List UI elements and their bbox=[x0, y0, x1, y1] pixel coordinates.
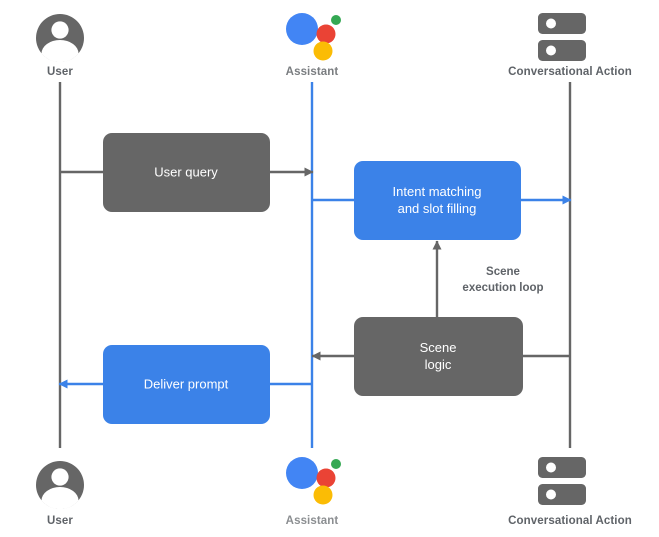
google-assistant-red-dot-icon bbox=[316, 24, 336, 44]
actor-icon-user-bottom bbox=[36, 461, 84, 510]
actor-icon-user-top bbox=[36, 14, 84, 63]
server-icon-top-led bbox=[546, 18, 556, 29]
actor-label-conversational-action-top: Conversational Action bbox=[508, 66, 632, 78]
actor-label-user-bottom: User bbox=[47, 515, 73, 527]
server-icon-top-bay bbox=[538, 457, 586, 478]
actor-label-user-top: User bbox=[47, 66, 73, 78]
google-assistant-green-dot-icon bbox=[331, 459, 341, 469]
actor-icon-assistant-top bbox=[286, 13, 341, 61]
node-scene-logic bbox=[354, 317, 523, 396]
google-assistant-yellow-dot-icon bbox=[313, 485, 333, 505]
actor-label-assistant-bottom: Assistant bbox=[285, 515, 339, 527]
node-deliver-prompt bbox=[103, 345, 270, 424]
user-avatar-body bbox=[41, 40, 79, 63]
user-avatar-head bbox=[51, 21, 69, 39]
actor-icon-conversational-action-bottom bbox=[538, 457, 586, 505]
actor-label-assistant-top: Assistant bbox=[285, 66, 339, 78]
server-icon-bottom-bay bbox=[538, 40, 586, 61]
actor-label-conversational-action-bottom: Conversational Action bbox=[508, 515, 632, 527]
google-assistant-red-dot-icon bbox=[316, 468, 336, 488]
node-label-scene-logic: Scene logic bbox=[419, 340, 457, 372]
annotation-scene-execution-loop: Scene execution loop bbox=[462, 266, 544, 294]
server-icon-top-bay bbox=[538, 13, 586, 34]
node-label-deliver-prompt: Deliver prompt bbox=[143, 376, 229, 392]
user-avatar-head bbox=[51, 468, 69, 486]
google-assistant-blue-dot-icon bbox=[286, 13, 318, 45]
node-label-intent-matching: Intent matching and slot filling bbox=[392, 184, 482, 216]
node-user-query bbox=[103, 133, 270, 212]
server-icon-bottom-led bbox=[546, 489, 556, 500]
actor-icon-conversational-action-top bbox=[538, 13, 586, 61]
actor-icon-assistant-bottom bbox=[286, 457, 341, 505]
google-assistant-blue-dot-icon bbox=[286, 457, 318, 489]
connectors bbox=[58, 167, 572, 389]
user-avatar-body bbox=[41, 487, 79, 510]
node-intent-matching bbox=[354, 161, 521, 240]
google-assistant-green-dot-icon bbox=[331, 15, 341, 25]
server-icon-bottom-led bbox=[546, 45, 556, 56]
node-boxes bbox=[103, 133, 523, 424]
node-label-user-query: User query bbox=[154, 164, 218, 180]
google-assistant-yellow-dot-icon bbox=[313, 41, 333, 61]
server-icon-top-led bbox=[546, 462, 556, 473]
server-icon-bottom-bay bbox=[538, 484, 586, 505]
